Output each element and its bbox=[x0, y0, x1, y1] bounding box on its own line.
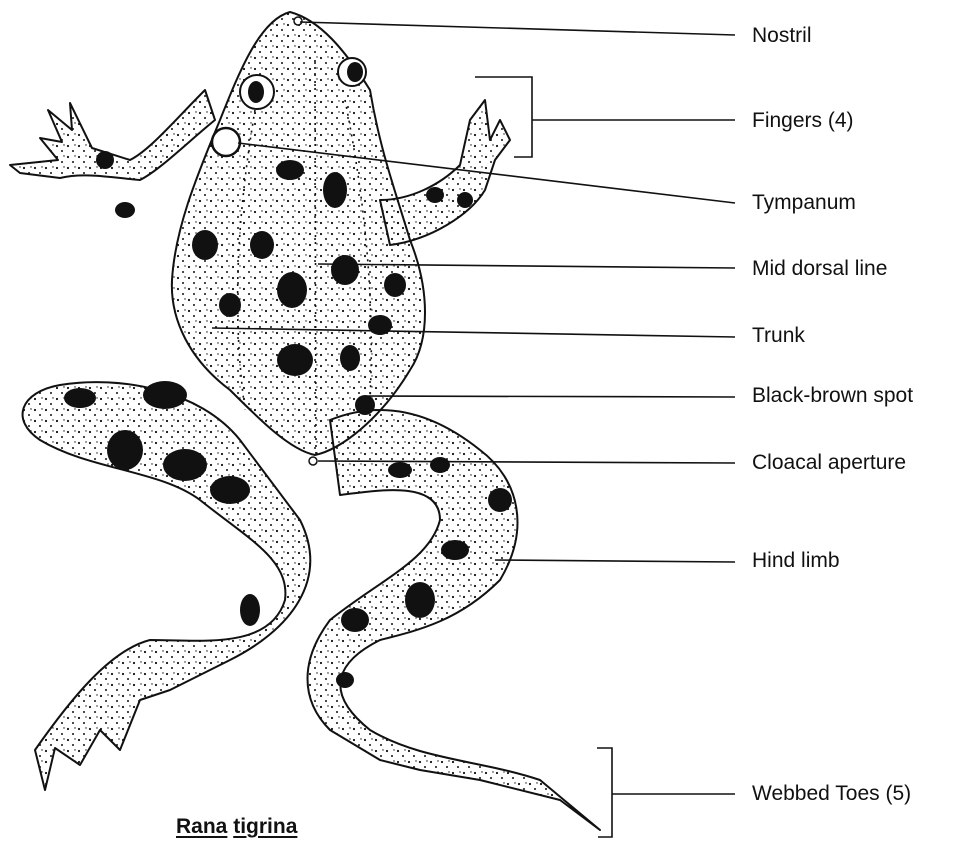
leader-hind-limb bbox=[495, 560, 735, 562]
caption-genus: Rana bbox=[176, 815, 227, 838]
label-tympanum: Tympanum bbox=[752, 192, 856, 213]
label-webbed-toes: Webbed Toes (5) bbox=[752, 783, 911, 804]
leader-black-brown-spot bbox=[365, 396, 735, 397]
label-trunk: Trunk bbox=[752, 325, 805, 346]
label-fingers: Fingers (4) bbox=[752, 110, 854, 131]
bracket-webbed-toes bbox=[597, 748, 735, 837]
left-forelimb bbox=[10, 90, 215, 180]
label-mid-dorsal-line: Mid dorsal line bbox=[752, 258, 887, 279]
label-cloacal-aperture: Cloacal aperture bbox=[752, 452, 906, 473]
label-nostril: Nostril bbox=[752, 25, 812, 46]
tympanum-drawing bbox=[212, 128, 240, 156]
bracket-fingers bbox=[475, 77, 735, 157]
cloacal-aperture-drawing bbox=[309, 457, 317, 465]
diagram-caption: Rana tigrina bbox=[176, 815, 297, 839]
caption-species: tigrina bbox=[233, 815, 297, 838]
label-black-brown-spot: Black-brown spot bbox=[752, 385, 913, 406]
left-hind-limb bbox=[23, 382, 311, 790]
nostril-drawing bbox=[294, 17, 302, 25]
leader-nostril bbox=[300, 22, 735, 35]
label-hind-limb: Hind limb bbox=[752, 550, 840, 571]
